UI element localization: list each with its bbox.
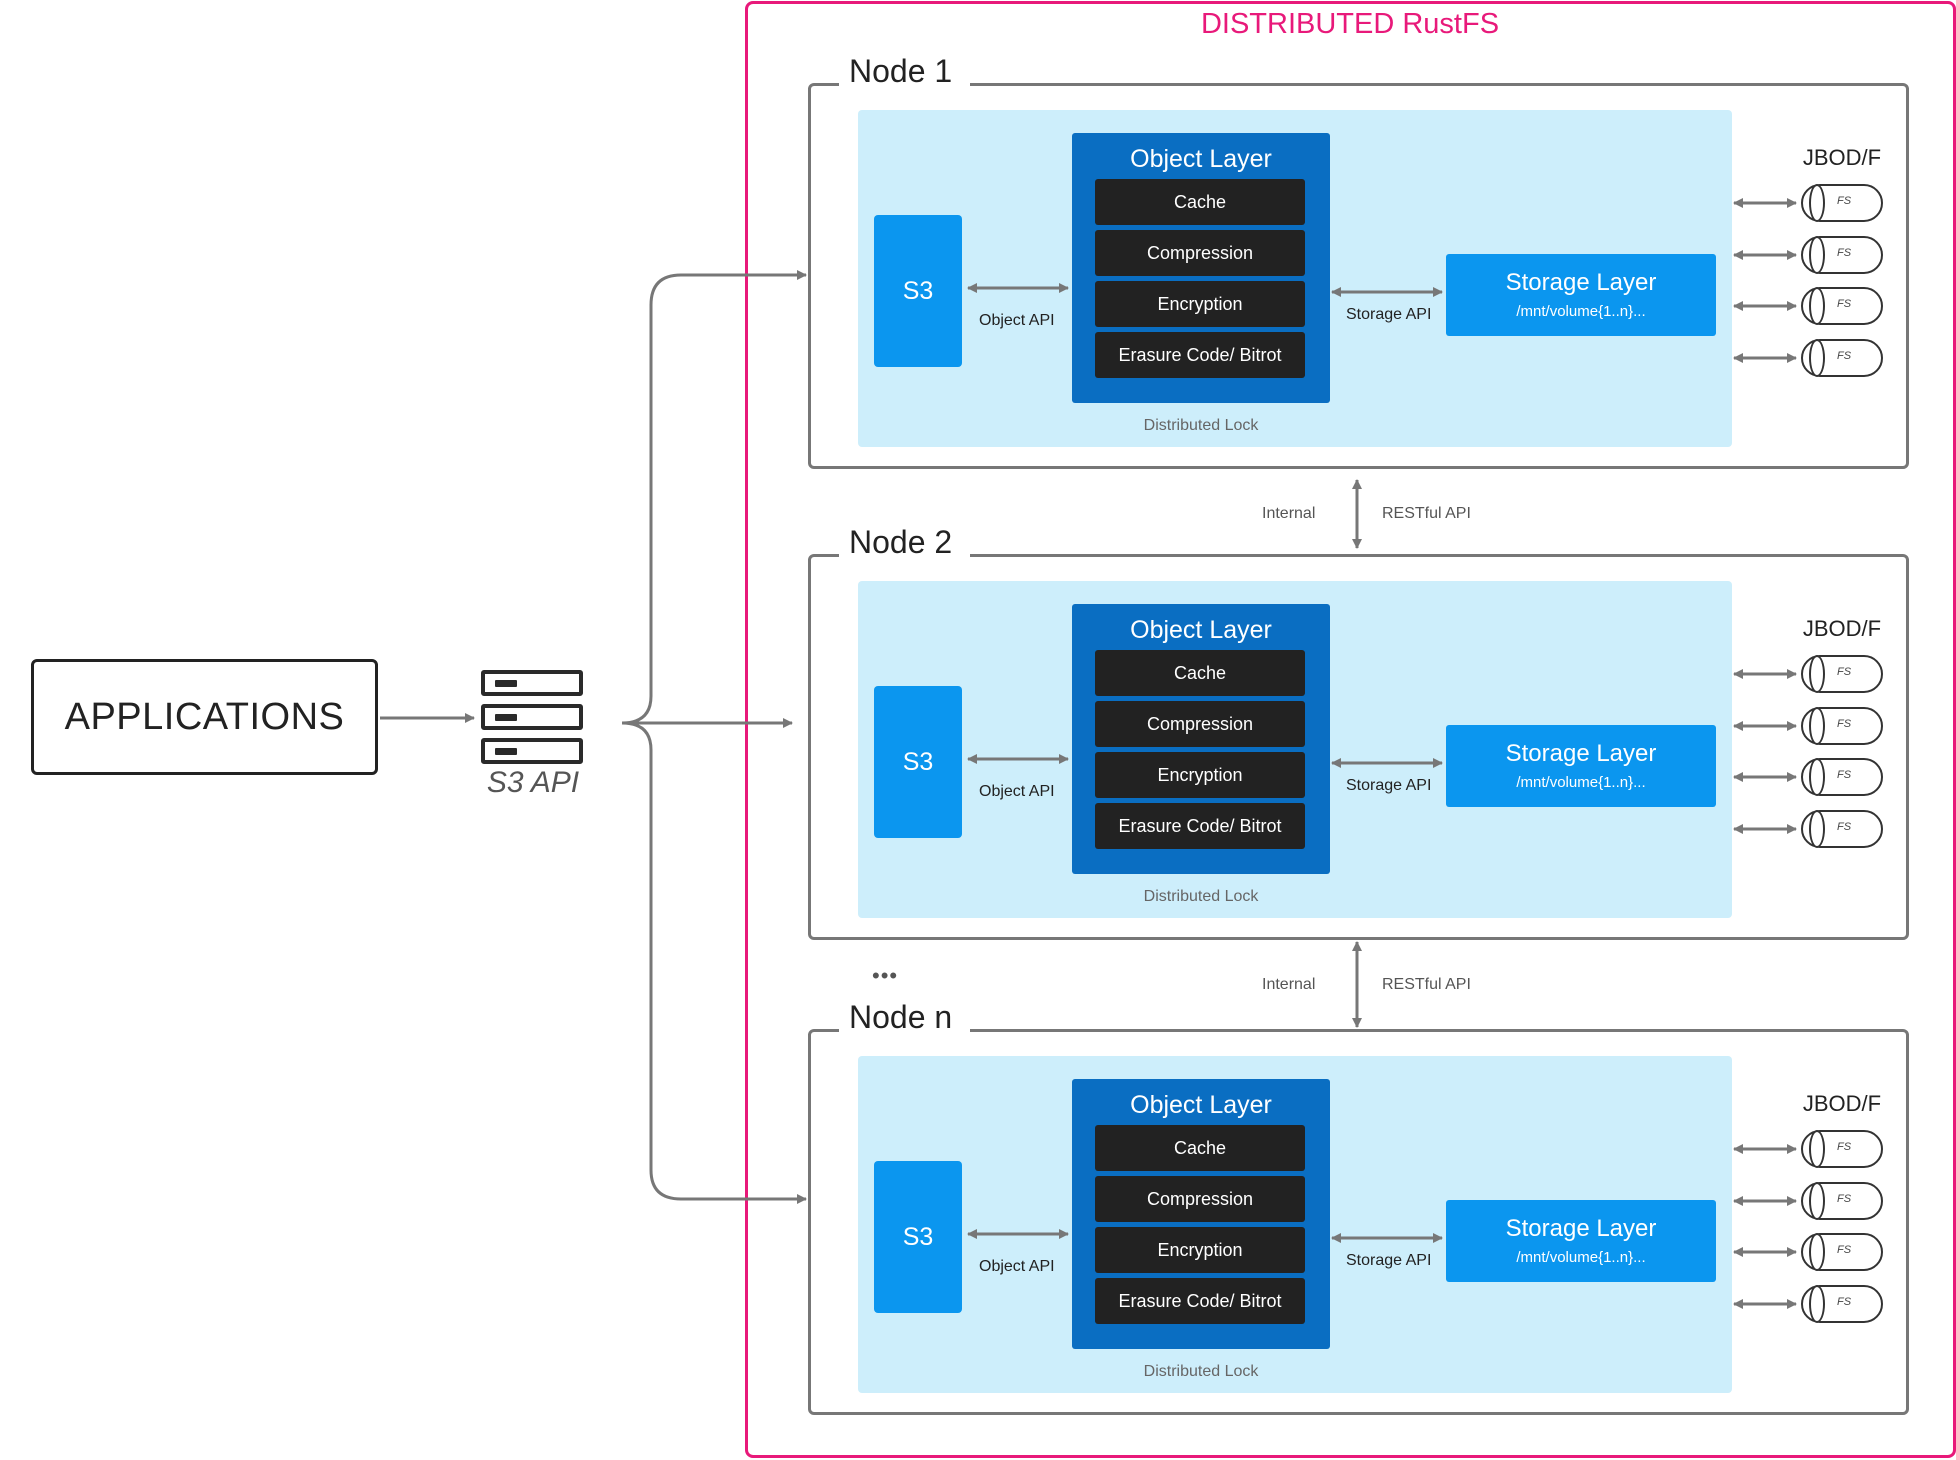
storage-layer-path: /mnt/volume{1..n}...	[1516, 1249, 1646, 1266]
node-2: Node 2 S3 Object API Object Layer Cache …	[808, 524, 1909, 940]
object-layer-title: Object Layer	[1130, 616, 1272, 644]
more-nodes-ellipsis: •••	[872, 963, 899, 988]
disk-icon: FS	[1801, 707, 1883, 745]
disk-icon: FS	[1801, 287, 1883, 325]
storage-api-label: Storage API	[1346, 1252, 1432, 1269]
cluster-title: DISTRIBUTED RustFS	[1200, 8, 1500, 40]
server-stack-icon	[481, 670, 583, 768]
node-n: Node n S3 Object API Object Layer Cache …	[808, 999, 1909, 1415]
disk-icon: FS	[1801, 810, 1883, 848]
object-layer-item-cache: Cache	[1095, 1125, 1305, 1171]
disk-icon: FS	[1801, 655, 1883, 693]
node-title: Node n	[839, 999, 971, 1036]
s3-box: S3	[874, 215, 962, 367]
storage-layer-title: Storage Layer	[1505, 740, 1657, 767]
node-panel: S3 Object API Object Layer Cache Compres…	[858, 110, 1732, 447]
object-layer-item-cache: Cache	[1095, 179, 1305, 225]
storage-layer-title: Storage Layer	[1505, 269, 1657, 296]
object-api-label: Object API	[979, 783, 1055, 800]
s3-api-label: S3 API	[486, 766, 580, 799]
object-layer: Object Layer Cache Compression Encryptio…	[1072, 604, 1330, 874]
jbod-label: JBOD/F	[1802, 616, 1882, 641]
object-layer-item-compression: Compression	[1095, 701, 1305, 747]
distributed-lock-label: Distributed Lock	[1143, 1363, 1259, 1380]
storage-layer-path: /mnt/volume{1..n}...	[1516, 774, 1646, 791]
object-layer-item-compression: Compression	[1095, 230, 1305, 276]
object-api-label: Object API	[979, 1258, 1055, 1275]
distributed-lock-label: Distributed Lock	[1143, 888, 1259, 905]
object-layer-item-erasure-code: Erasure Code/ Bitrot	[1095, 803, 1305, 849]
jbod-label: JBOD/F	[1802, 1091, 1882, 1116]
object-layer-item-encryption: Encryption	[1095, 281, 1305, 327]
restful-api-label: RESTful API	[1382, 976, 1471, 993]
storage-layer: Storage Layer /mnt/volume{1..n}...	[1446, 725, 1716, 807]
s3-box: S3	[874, 1161, 962, 1313]
object-layer: Object Layer Cache Compression Encryptio…	[1072, 1079, 1330, 1349]
storage-layer-title: Storage Layer	[1505, 1215, 1657, 1242]
internal-label: Internal	[1262, 505, 1316, 522]
distributed-lock-label: Distributed Lock	[1143, 417, 1259, 434]
disk-icon: FS	[1801, 339, 1883, 377]
internal-label: Internal	[1262, 976, 1316, 993]
object-layer-title: Object Layer	[1130, 1091, 1272, 1119]
restful-api-label: RESTful API	[1382, 505, 1471, 522]
object-layer-item-erasure-code: Erasure Code/ Bitrot	[1095, 1278, 1305, 1324]
storage-api-label: Storage API	[1346, 777, 1432, 794]
storage-layer: Storage Layer /mnt/volume{1..n}...	[1446, 1200, 1716, 1282]
object-layer-title: Object Layer	[1130, 145, 1272, 173]
object-api-label: Object API	[979, 312, 1055, 329]
object-layer: Object Layer Cache Compression Encryptio…	[1072, 133, 1330, 403]
disk-icon: FS	[1801, 184, 1883, 222]
object-layer-item-encryption: Encryption	[1095, 752, 1305, 798]
applications-box: APPLICATIONS	[31, 659, 378, 775]
disk-icon: FS	[1801, 1182, 1883, 1220]
object-layer-item-cache: Cache	[1095, 650, 1305, 696]
s3-box: S3	[874, 686, 962, 838]
storage-api-label: Storage API	[1346, 306, 1432, 323]
object-layer-item-erasure-code: Erasure Code/ Bitrot	[1095, 332, 1305, 378]
node-panel: S3 Object API Object Layer Cache Compres…	[858, 581, 1732, 918]
object-layer-item-compression: Compression	[1095, 1176, 1305, 1222]
node-title: Node 1	[839, 53, 971, 90]
storage-layer-path: /mnt/volume{1..n}...	[1516, 303, 1646, 320]
disk-icon: FS	[1801, 1233, 1883, 1271]
node-panel: S3 Object API Object Layer Cache Compres…	[858, 1056, 1732, 1393]
disk-icon: FS	[1801, 1285, 1883, 1323]
object-layer-item-encryption: Encryption	[1095, 1227, 1305, 1273]
storage-layer: Storage Layer /mnt/volume{1..n}...	[1446, 254, 1716, 336]
disk-icon: FS	[1801, 758, 1883, 796]
disk-icon: FS	[1801, 1130, 1883, 1168]
jbod-label: JBOD/F	[1802, 145, 1882, 170]
disk-icon: FS	[1801, 236, 1883, 274]
node-title: Node 2	[839, 524, 971, 561]
node-1: Node 1 S3 Object API Object Layer Cache …	[808, 53, 1909, 469]
